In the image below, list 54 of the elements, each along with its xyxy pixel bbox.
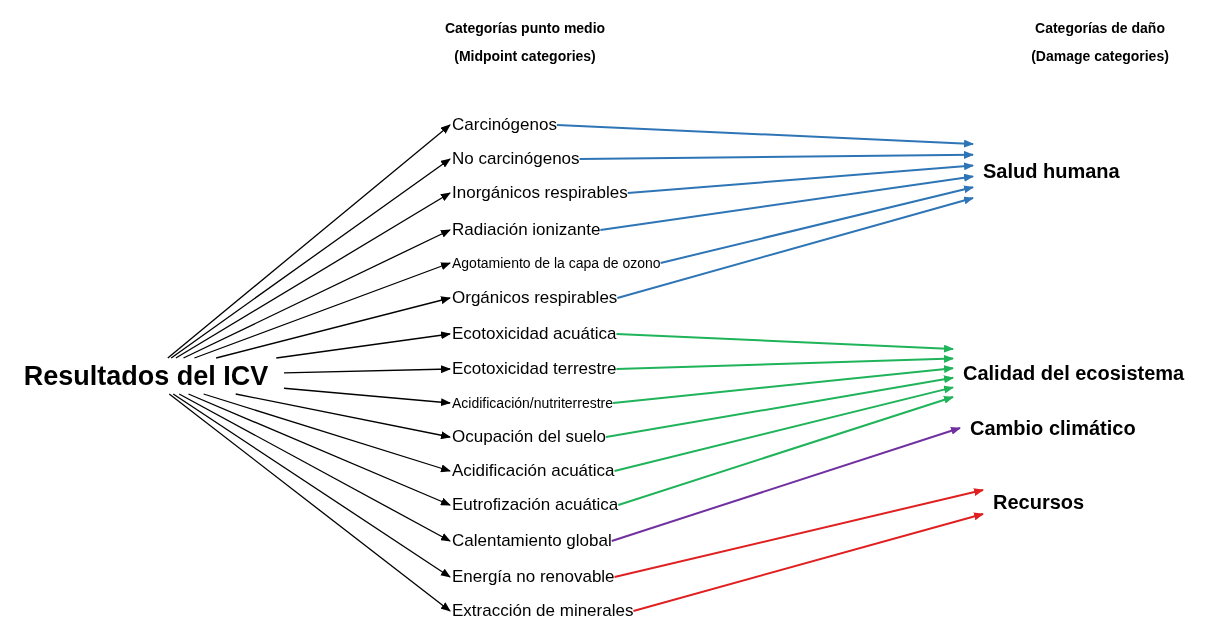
column-heading: Categorías de daño [1035,19,1165,38]
category-label: Carcinógenos [452,114,557,137]
category-label: Acidificación acuática [452,460,615,483]
category-label: No carcinógenos [452,148,580,171]
category-label: Eutrofización acuática [452,494,619,517]
arrow [626,162,974,194]
arrow [178,393,451,542]
category-label: Acidificación/nutriterrestre [452,393,614,413]
arrow [659,185,974,264]
arrow [193,262,451,359]
arrow [170,158,451,359]
arrow [615,354,954,370]
category-label: Extracción de minerales [452,600,634,623]
column-heading: Categorías punto medio [444,19,606,38]
arrow [613,385,954,472]
category-label: Ecotoxicidad terrestre [452,358,617,381]
arrow [167,124,451,359]
source-label: Resultados del ICV [23,359,269,393]
arrow [187,393,451,506]
arrow [555,124,974,148]
category-label: Calentamiento global [452,530,612,553]
category-label: Agotamiento de la capa de ozono [452,253,661,273]
category-label: Cambio climático [970,416,1136,441]
column-heading: (Midpoint categories) [454,47,596,66]
category-label: Ocupación del suelo [452,426,607,449]
arrow [616,196,974,299]
arrow [617,395,954,506]
category-label: Radiación ionizante [452,219,601,242]
arrow [605,375,954,438]
arrow [182,229,451,359]
arrow [612,365,954,404]
arrow [578,150,974,160]
arrow [283,387,451,407]
category-label: Calidad del ecosistema [963,361,1185,386]
arrow [610,426,961,542]
column-heading: (Damage categories) [1031,47,1169,66]
arrow [632,512,984,612]
arrow [275,331,451,359]
category-label: Inorgánicos respirables [452,182,628,205]
arrow [175,192,451,359]
arrow [202,393,451,473]
arrow [235,393,451,440]
arrow [168,393,451,612]
arrow [215,296,451,359]
category-label: Recursos [993,490,1085,515]
category-label: Energía no renovable [452,566,615,589]
category-label: Orgánicos respirables [452,287,618,310]
category-label: Ecotoxicidad acuática [452,323,617,346]
arrow [283,365,451,374]
arrow [613,488,984,578]
category-label: Salud humana [983,159,1120,184]
arrow [615,333,954,353]
arrow [599,173,974,231]
arrow [172,393,451,578]
